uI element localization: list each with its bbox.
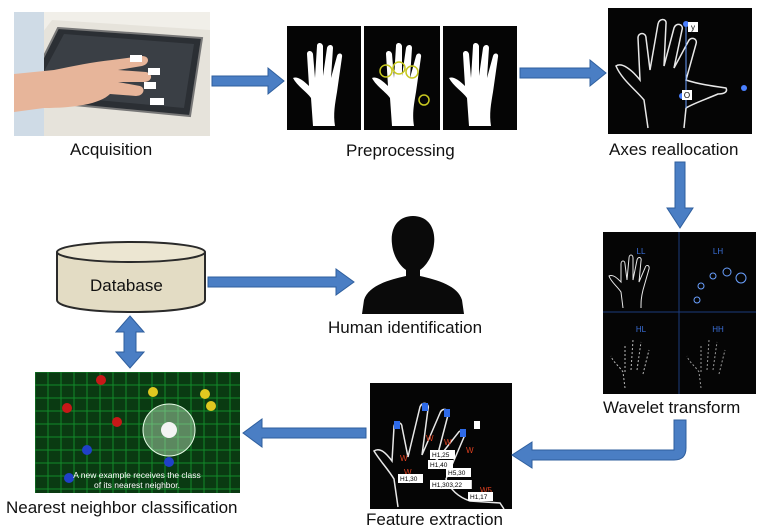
svg-text:W: W: [426, 434, 434, 443]
feature-extraction-label: Feature extraction: [366, 510, 504, 529]
arrow-wavelet-to-feature: [511, 419, 687, 469]
feature-tag: H5,30: [448, 470, 466, 477]
arrow-database-to-human: [207, 268, 355, 296]
wavelet-transform-label: Wavelet transform: [603, 398, 741, 417]
svg-text:W: W: [404, 468, 412, 477]
nearest-neighbor-label: Nearest neighbor classification: [6, 498, 238, 517]
arrow-preprocessing-to-axes: [519, 58, 607, 88]
preprocessing-label: Preprocessing: [346, 141, 455, 160]
feature-tag: H1,25: [432, 452, 450, 459]
arrow-acquisition-to-preprocessing: [211, 66, 285, 96]
acquisition-label: Acquisition: [70, 140, 153, 159]
database-cylinder: [55, 240, 207, 314]
acquisition-photo: [14, 12, 210, 136]
wavelet-hh-label: HH: [712, 325, 724, 334]
human-identification-label: Human identification: [328, 318, 483, 337]
database-label: Database: [90, 276, 163, 295]
classifier-caption-line2: of its nearest neighbor.: [94, 480, 180, 490]
wavelet-ll-label: LL: [637, 247, 646, 256]
classifier-caption-line1: A new example receives the class: [73, 470, 201, 480]
human-silhouette-icon: [358, 214, 468, 314]
wavelet-lh-label: LH: [713, 247, 723, 256]
preprocessing-image-3: [443, 26, 517, 130]
nearest-neighbor-image: A new example receives the class of its …: [35, 372, 240, 493]
feature-tag: H1,40: [430, 462, 448, 469]
svg-text:W: W: [400, 454, 408, 463]
feature-tag: H1,303,22: [432, 482, 462, 489]
wavelet-hl-label: HL: [636, 325, 647, 334]
preprocessing-image-2: [364, 26, 440, 130]
arrow-database-classifier-double: [114, 315, 146, 369]
feature-tag: H1,30: [400, 476, 418, 483]
preprocessing-image-1: [287, 26, 361, 130]
axes-origin-tag: O: [684, 91, 690, 100]
feature-width-tag: W5: [480, 486, 493, 495]
arrow-feature-to-classifier: [242, 418, 367, 448]
svg-text:W: W: [444, 438, 452, 447]
svg-text:W: W: [466, 446, 474, 455]
axes-y-tag: y: [691, 23, 695, 32]
axes-reallocation-image: y O: [608, 8, 752, 134]
arrow-axes-to-wavelet: [666, 161, 694, 229]
feature-tag: H1,17: [470, 494, 488, 501]
wavelet-transform-image: LL LH HL HH: [603, 232, 756, 394]
axes-reallocation-label: Axes reallocation: [609, 140, 739, 159]
